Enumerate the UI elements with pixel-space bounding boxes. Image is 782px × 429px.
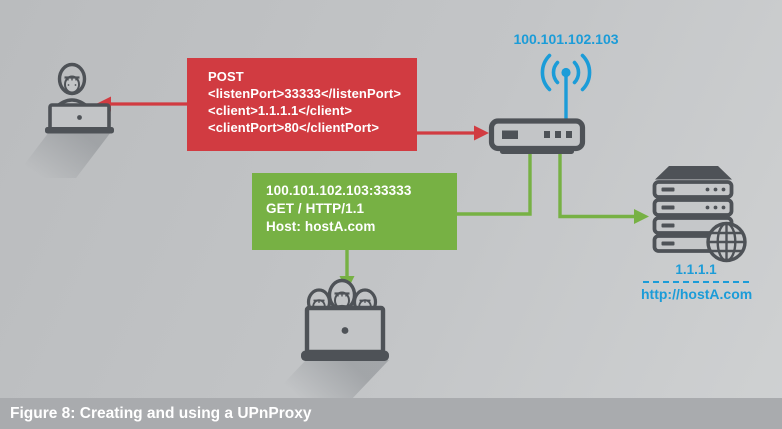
attacker-shadow — [14, 132, 111, 178]
get-request-line: GET / HTTP/1.1 — [266, 201, 365, 216]
group-laptop-icon — [301, 278, 389, 361]
router-icon — [488, 118, 586, 154]
red-arrow-to-router — [417, 125, 489, 141]
server-labels: 1.1.1.1 http://hostA.com — [641, 262, 753, 302]
figure-caption: Figure 8: Creating and using a UPnProxy — [10, 405, 312, 422]
server-url-label: http://hostA.com — [641, 286, 753, 302]
green-arrow-router-to-server — [558, 148, 649, 224]
caption-bar: Figure 8: Creating and using a UPnProxy — [0, 398, 782, 429]
post-request-line: <listenPort>33333</listenPort> — [208, 86, 402, 101]
globe-icon — [706, 221, 747, 263]
server-globe-icon — [652, 166, 747, 263]
post-request-box: POST <listenPort>33333</listenPort> <cli… — [187, 58, 417, 151]
green-line-getbox-to-router — [457, 148, 532, 216]
victims-shadow — [266, 360, 389, 402]
person-laptop-icon — [45, 62, 114, 134]
post-request-line: <client>1.1.1.1</client> — [208, 103, 353, 118]
get-request-line: Host: hostA.com — [266, 219, 376, 234]
post-request-line: <clientPort>80</clientPort> — [208, 120, 380, 135]
get-request-line: 100.101.102.103:33333 — [266, 183, 412, 198]
post-request-line: POST — [208, 69, 244, 84]
get-request-box: 100.101.102.103:33333 GET / HTTP/1.1 Hos… — [252, 173, 457, 250]
router-ip-label: 100.101.102.103 — [513, 31, 619, 47]
dashed-divider — [643, 281, 749, 283]
server-ip-label: 1.1.1.1 — [675, 262, 717, 277]
wifi-icon — [540, 53, 592, 124]
